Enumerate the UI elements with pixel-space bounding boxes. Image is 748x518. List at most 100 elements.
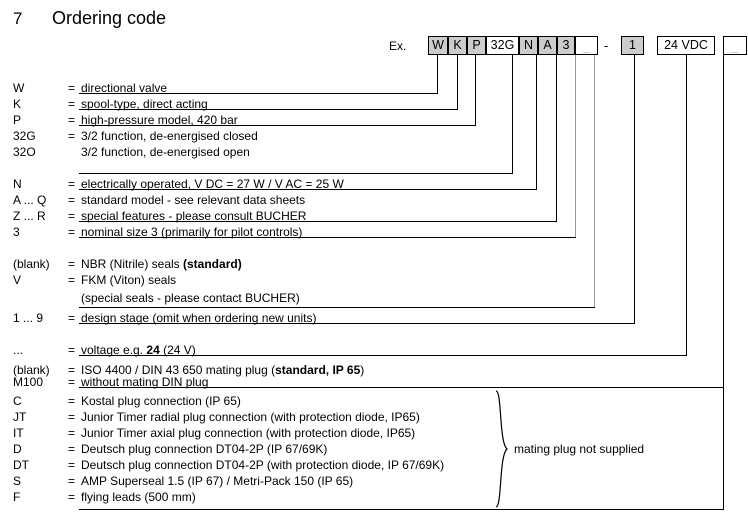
legend-desc-nbr: NBR (Nitrile) seals (standard) — [81, 257, 242, 271]
page-title: Ordering code — [52, 8, 167, 28]
leader-line-voltage-vert — [686, 55, 687, 355]
rule-row-32g — [79, 173, 513, 174]
code-box-n: N — [519, 36, 538, 55]
legend-code-m100: M100 — [13, 375, 44, 389]
legend-desc-32g: 3/2 function, de-energised closed — [81, 129, 258, 143]
legend-desc-nbr-text: NBR (Nitrile) seals — [81, 257, 184, 271]
legend-code-zr: Z ... R — [13, 209, 46, 223]
legend-code-iso: (blank) — [13, 363, 50, 377]
legend-desc-voltage: voltage e.g. 24 (24 V) — [81, 343, 196, 357]
legend-code-aq: A ... Q — [13, 193, 47, 207]
legend-eq-iso: = — [68, 363, 76, 377]
leader-line-seal-vert — [594, 55, 595, 308]
legend-desc-zr: special features - please consult BUCHER — [81, 209, 307, 223]
legend-code-d: D — [13, 442, 22, 456]
legend-desc-p: high-pressure model, 420 bar — [81, 113, 238, 127]
legend-desc-it: Junior Timer axial plug connection (with… — [81, 426, 416, 440]
legend-eq-k: = — [68, 97, 76, 111]
legend-desc-aq: standard model - see relevant data sheet… — [81, 193, 306, 207]
legend-desc-nbr-standard: (standard) — [183, 257, 242, 271]
legend-code-3: 3 — [13, 225, 20, 239]
legend-eq-aq: = — [68, 193, 76, 207]
legend-eq-d: = — [68, 442, 76, 456]
legend-eq-f: = — [68, 490, 76, 504]
legend-eq-it: = — [68, 426, 76, 440]
code-box-voltage: 24 VDC — [657, 36, 715, 55]
legend-eq-m100: = — [68, 375, 76, 389]
legend-code-dt: DT — [13, 458, 29, 472]
code-box-plug-blank: _ — [723, 36, 747, 55]
code-box-k: K — [448, 36, 467, 55]
legend-code-nbr: (blank) — [13, 257, 50, 271]
legend-eq-3: = — [68, 225, 76, 239]
legend-eq-nbr: = — [68, 257, 76, 271]
legend-eq-n: = — [68, 177, 76, 191]
section-number: 7 — [13, 9, 23, 28]
legend-desc-f: flying leads (500 mm) — [81, 490, 196, 504]
code-box-design-stage: 1 — [621, 36, 644, 55]
code-box-a: A — [538, 36, 557, 55]
code-box-w: W — [428, 36, 448, 55]
curly-brace-icon — [495, 390, 508, 508]
rule-row-design-stage — [79, 323, 635, 324]
legend-code-k: K — [13, 97, 22, 111]
legend-eq-p: = — [68, 113, 76, 127]
legend-code-w: W — [13, 81, 25, 95]
legend-eq-32g: = — [68, 129, 76, 143]
mating-plug-note: mating plug not supplied — [514, 442, 645, 456]
legend-desc-c: Kostal plug connection (IP 65) — [81, 394, 241, 408]
legend-eq-jt: = — [68, 410, 76, 424]
rule-row-voltage — [79, 355, 687, 356]
leader-line-3-vert — [575, 55, 576, 238]
legend-desc-v: FKM (Viton) seals — [81, 273, 177, 287]
legend-code-32g: 32G — [13, 129, 36, 143]
legend-eq-w: = — [68, 81, 76, 95]
legend-desc-w: directional valve — [81, 81, 168, 95]
leader-line-a-vert — [556, 55, 557, 222]
leader-line-plug-vert — [723, 55, 724, 510]
leader-line-k-vert — [457, 55, 458, 110]
legend-desc-k: spool-type, direct acting — [81, 97, 208, 111]
legend-desc-iso: ISO 4400 / DIN 43 650 mating plug (stand… — [81, 363, 365, 377]
legend-desc-design-stage: design stage (omit when ordering new uni… — [81, 311, 317, 325]
legend-code-it: IT — [13, 426, 24, 440]
legend-desc-dt: Deutsch plug connection DT04-2P (with pr… — [81, 458, 445, 472]
rule-row-k — [79, 109, 458, 110]
code-separator-dash: - — [604, 38, 609, 53]
rule-row-mating-plug — [79, 387, 724, 388]
rule-row-zr — [79, 221, 557, 222]
legend-code-voltage: ... — [13, 343, 24, 357]
legend-eq-s: = — [68, 474, 76, 488]
legend-code-jt: JT — [13, 410, 27, 424]
example-label: Ex. — [389, 39, 407, 53]
code-box-32g: 32G — [486, 36, 519, 55]
legend-eq-v: = — [68, 273, 76, 287]
legend-code-c: C — [13, 394, 22, 408]
legend-code-n: N — [13, 177, 22, 191]
leader-line-p-vert — [475, 55, 476, 126]
code-box-seal-blank: _ — [575, 36, 598, 55]
legend-code-s: S — [13, 474, 22, 488]
legend-code-f: F — [13, 490, 21, 504]
legend-code-p: P — [13, 113, 22, 127]
rule-row-seals — [79, 307, 595, 308]
legend-eq-voltage: = — [68, 343, 76, 357]
legend-eq-dt: = — [68, 458, 76, 472]
legend-desc-s: AMP Superseal 1.5 (IP 67) / Metri-Pack 1… — [81, 474, 354, 488]
code-box-3: 3 — [557, 36, 575, 55]
legend-eq-zr: = — [68, 209, 76, 223]
rule-row-p — [79, 125, 476, 126]
legend-desc-m100: without mating DIN plug — [81, 375, 209, 389]
legend-code-design-stage: 1 ... 9 — [13, 311, 44, 325]
rule-row-3 — [79, 237, 576, 238]
leader-line-32g-vert — [512, 55, 513, 174]
legend-desc-jt: Junior Timer radial plug connection (wit… — [81, 410, 420, 424]
leader-line-n-vert — [536, 55, 537, 190]
legend-eq-design-stage: = — [68, 311, 76, 325]
legend-desc-d: Deutsch plug connection DT04-2P (IP 67/6… — [81, 442, 328, 456]
legend-eq-c: = — [68, 394, 76, 408]
legend-code-v: V — [13, 273, 22, 287]
legend-desc-3: nominal size 3 (primarily for pilot cont… — [81, 225, 303, 239]
legend-desc-32o: 3/2 function, de-energised open — [81, 145, 250, 159]
